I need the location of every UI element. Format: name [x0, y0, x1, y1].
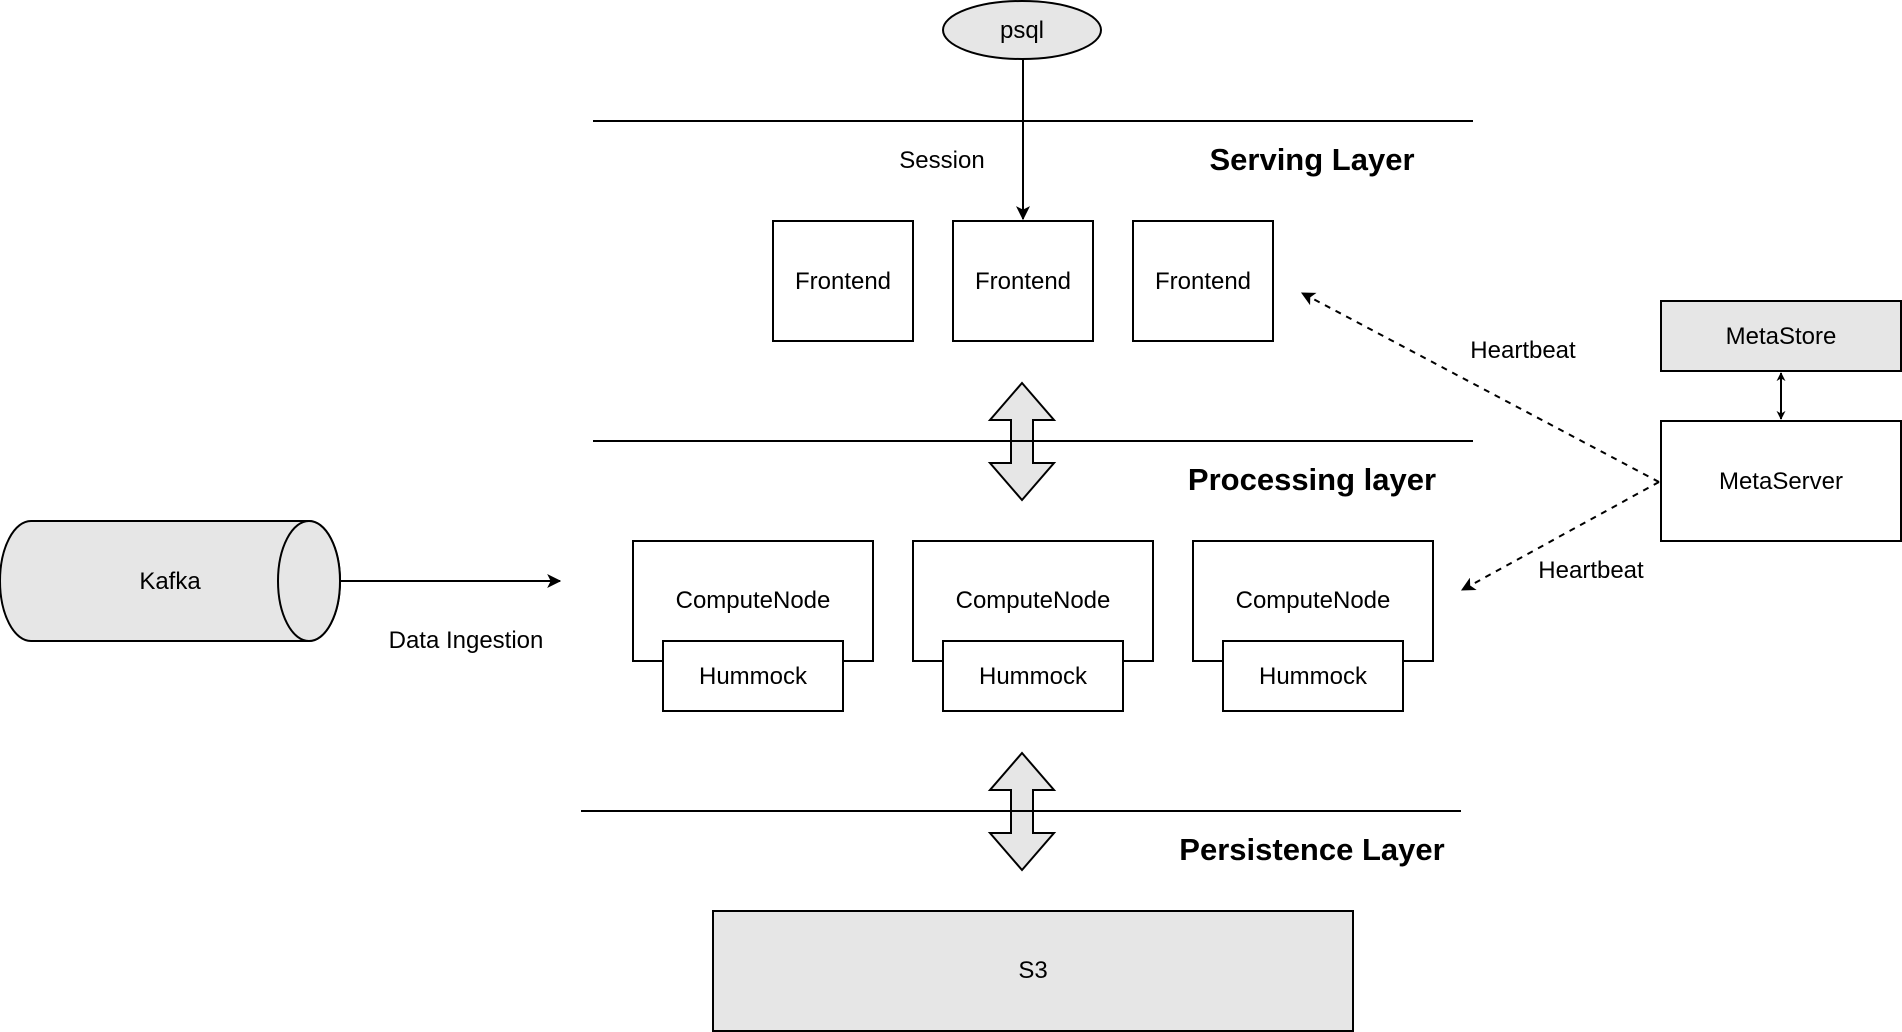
frontend-node: Frontend — [772, 220, 914, 342]
data-ingestion-label: Data Ingestion — [389, 627, 544, 654]
metastore-label: MetaStore — [1726, 323, 1837, 350]
frontend-label: Frontend — [795, 268, 891, 295]
hummock-label: Hummock — [1259, 663, 1368, 690]
compute-node-label: ComputeNode — [1236, 587, 1391, 614]
heartbeat-frontend-arrow — [1300, 292, 1660, 483]
frontend-node: Frontend — [952, 220, 1094, 342]
hummock-box — [1222, 640, 1404, 712]
processing-layer-title: Processing layer — [1188, 462, 1436, 497]
metaserver-node: MetaServer — [1660, 420, 1902, 542]
frontend-label: Frontend — [1155, 268, 1251, 295]
compute-node-label: ComputeNode — [956, 587, 1111, 614]
metastore-node: MetaStore — [1660, 300, 1902, 372]
frontend-label: Frontend — [975, 268, 1071, 295]
heartbeat-frontend-label: Heartbeat — [1470, 337, 1576, 364]
frontend-node: Frontend — [1132, 220, 1274, 342]
hummock-label: Hummock — [699, 663, 808, 690]
compute-node-label: ComputeNode — [676, 587, 831, 614]
session-label: Session — [899, 147, 984, 174]
compute-node: ComputeNode Hummock — [632, 540, 874, 712]
compute-node: ComputeNode Hummock — [1192, 540, 1434, 712]
psql-label: psql — [1000, 17, 1044, 44]
s3-label: S3 — [1018, 957, 1047, 984]
kafka-label: Kafka — [139, 568, 201, 595]
hummock-label: Hummock — [979, 663, 1088, 690]
heartbeat-compute-label: Heartbeat — [1538, 557, 1644, 584]
compute-node: ComputeNode Hummock — [912, 540, 1154, 712]
persistence-layer-title: Persistence Layer — [1179, 832, 1444, 867]
heartbeat-compute-arrow — [1460, 481, 1660, 591]
hummock-box — [942, 640, 1124, 712]
serving-layer-title: Serving Layer — [1209, 142, 1414, 177]
s3-storage: S3 — [712, 910, 1354, 1032]
metaserver-label: MetaServer — [1719, 468, 1843, 495]
hummock-box — [662, 640, 844, 712]
kafka-source: Kafka — [0, 520, 341, 642]
psql-client: psql — [942, 0, 1102, 60]
